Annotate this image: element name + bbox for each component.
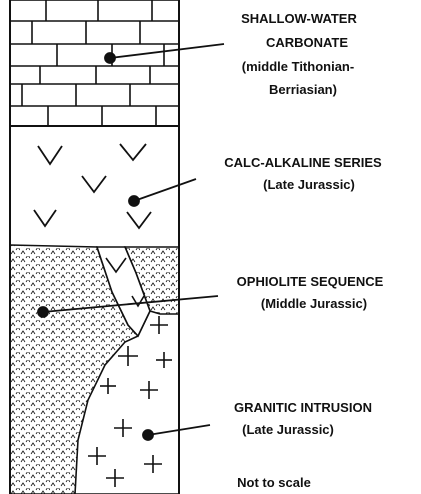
carbonate-name-line1: SHALLOW-WATER	[241, 11, 357, 26]
shallow-water-carbonate-unit	[10, 0, 179, 126]
granitic-age: (Late Jurassic)	[242, 422, 334, 437]
granitic-name: GRANITIC INTRUSION	[234, 400, 372, 415]
carbonate-age-line1: (middle Tithonian-	[242, 59, 354, 74]
carbonate-age-line2: Berriasian)	[269, 82, 337, 97]
calc-alkaline-symbols	[34, 144, 151, 228]
ophiolite-name: OPHIOLITE SEQUENCE	[237, 274, 384, 289]
ophiolite-age: (Middle Jurassic)	[261, 296, 367, 311]
calc-alkaline-age: (Late Jurassic)	[263, 177, 355, 192]
calc-alkaline-name: CALC-ALKALINE SERIES	[224, 155, 382, 170]
scale-note: Not to scale	[237, 475, 311, 490]
carbonate-name-line2: CARBONATE	[266, 35, 348, 50]
